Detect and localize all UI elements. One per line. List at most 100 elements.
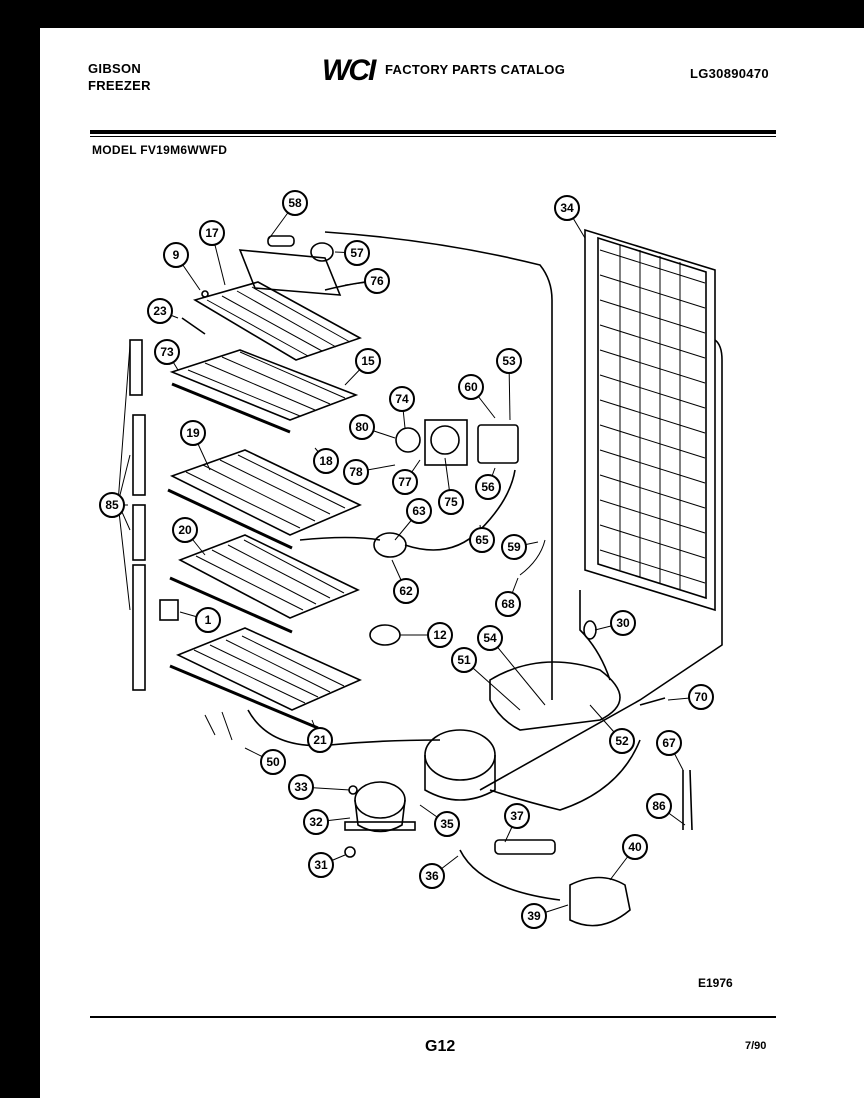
callout-layer: 5857761792373157480605319187877755634852… — [99, 190, 714, 929]
callout-number: 86 — [652, 799, 666, 813]
callout-number: 19 — [186, 426, 200, 440]
callout-62: 62 — [391, 559, 419, 604]
brand-name: GIBSON — [88, 61, 142, 76]
callout-21: 21 — [307, 719, 333, 753]
callout-65: 65 — [469, 524, 495, 553]
callout-bubble — [688, 684, 714, 710]
callout-number: 80 — [355, 420, 369, 434]
callout-bubble — [199, 220, 225, 246]
callout-number: 63 — [412, 504, 426, 518]
callout-60: 60 — [458, 374, 496, 419]
callout-bubble — [393, 578, 419, 604]
callout-56: 56 — [475, 467, 501, 500]
callout-number: 32 — [309, 815, 323, 829]
callout-number: 62 — [399, 584, 413, 598]
callout-bubble — [609, 728, 635, 754]
callout-bubble — [406, 498, 432, 524]
callout-bubble — [154, 339, 180, 365]
callout-number: 36 — [425, 869, 439, 883]
callout-number: 73 — [160, 345, 174, 359]
callout-35: 35 — [419, 804, 460, 837]
header-rule-thick — [90, 130, 776, 134]
callout-bubble — [343, 459, 369, 485]
callout-37: 37 — [504, 803, 530, 843]
callout-bubble — [495, 591, 521, 617]
callout-number: 21 — [313, 733, 327, 747]
callout-bubble — [308, 852, 334, 878]
callout-bubble — [172, 517, 198, 543]
callout-number: 76 — [370, 274, 384, 288]
callout-bubble — [622, 834, 648, 860]
callout-number: 51 — [457, 653, 471, 667]
callout-number: 58 — [288, 196, 302, 210]
callout-number: 40 — [628, 840, 642, 854]
callout-bubble — [180, 420, 206, 446]
callout-bubble — [646, 793, 672, 819]
callout-bubble — [282, 190, 308, 216]
callout-74: 74 — [389, 386, 415, 429]
callout-86: 86 — [646, 793, 686, 826]
footer-rule — [90, 1016, 776, 1018]
callout-bubble — [307, 727, 333, 753]
callout-58: 58 — [267, 190, 308, 241]
callout-40: 40 — [609, 834, 648, 881]
evaporator-fan — [395, 419, 519, 466]
callout-50: 50 — [244, 747, 286, 775]
shelf-15 — [169, 349, 359, 434]
callout-number: 77 — [398, 475, 412, 489]
wci-logo: WCI — [322, 54, 376, 87]
callout-bubble — [451, 647, 477, 673]
callout-number: 65 — [475, 533, 489, 547]
callout-bubble — [163, 242, 189, 268]
callout-30: 30 — [594, 610, 636, 636]
revision-date: 7/90 — [745, 1040, 767, 1052]
callout-36: 36 — [419, 855, 459, 889]
callout-bubble — [389, 386, 415, 412]
callout-54: 54 — [477, 625, 546, 706]
callout-bubble — [501, 534, 527, 560]
catalog-title: FACTORY PARTS CATALOG — [385, 62, 566, 77]
callout-53: 53 — [496, 348, 522, 421]
door-strips — [117, 339, 146, 691]
callout-number: 34 — [560, 201, 574, 215]
callout-bubble — [554, 195, 580, 221]
callout-bubble — [496, 348, 522, 374]
callout-bubble — [313, 448, 339, 474]
callout-17: 17 — [199, 220, 226, 286]
leader-line — [489, 637, 546, 706]
callout-number: 23 — [153, 304, 167, 318]
callout-number: 31 — [314, 858, 328, 872]
callout-number: 12 — [433, 628, 447, 642]
callout-bubble — [195, 607, 221, 633]
callout-number: 74 — [395, 392, 409, 406]
callout-19: 19 — [180, 420, 211, 471]
callout-59: 59 — [501, 534, 539, 560]
callout-bubble — [99, 492, 125, 518]
product-type: FREEZER — [88, 78, 151, 93]
callout-number: 68 — [501, 597, 515, 611]
callout-number: 75 — [444, 495, 458, 509]
callout-number: 53 — [502, 354, 516, 368]
callout-number: 70 — [694, 690, 708, 704]
callout-51: 51 — [451, 647, 521, 711]
brand-block: GIBSON FREEZER — [88, 60, 151, 94]
callout-73: 73 — [154, 339, 180, 371]
page-number: G12 — [425, 1038, 456, 1055]
callout-67: 67 — [656, 730, 684, 771]
callout-18: 18 — [313, 447, 339, 474]
callout-number: 85 — [105, 498, 119, 512]
callout-bubble — [656, 730, 682, 756]
callout-number: 37 — [510, 809, 524, 823]
callout-number: 17 — [205, 226, 219, 240]
callout-number: 78 — [349, 465, 363, 479]
callout-number: 54 — [483, 631, 497, 645]
callout-bubble — [610, 610, 636, 636]
callout-bubble — [434, 811, 460, 837]
callout-39: 39 — [521, 903, 569, 929]
callout-number: 52 — [615, 734, 629, 748]
callout-number: 20 — [178, 523, 192, 537]
callout-bubble — [349, 414, 375, 440]
callout-number: 39 — [527, 909, 541, 923]
callout-bubble — [288, 774, 314, 800]
